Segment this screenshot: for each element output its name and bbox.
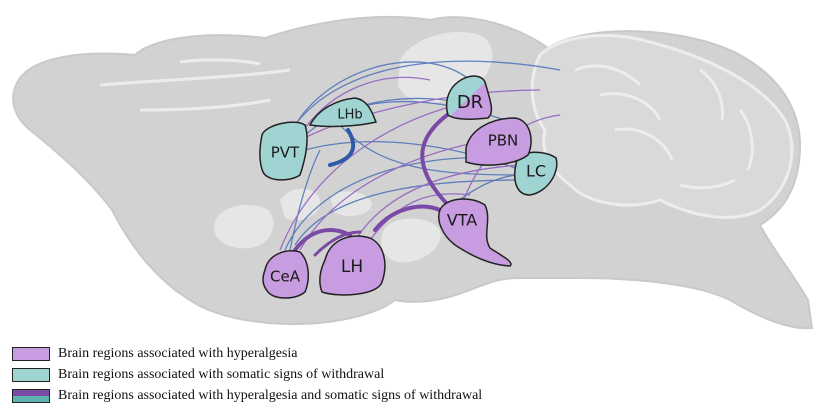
brain-diagram: PAG NAc Sh BNST PVN SUM PVT LHb [12, 15, 814, 330]
legend-label: Brain regions associated with hyperalges… [58, 388, 483, 403]
nac-sh-label: NAc Sh [225, 221, 261, 232]
pag-label: PAG [432, 58, 452, 69]
dr-region[interactable] [445, 75, 493, 120]
lh-region[interactable] [319, 235, 386, 296]
withdrawal-swatch [12, 368, 50, 382]
cerebellum [530, 34, 794, 219]
sum-region [381, 218, 441, 263]
lhb-region[interactable] [308, 97, 378, 128]
lc-region[interactable] [514, 151, 558, 196]
cea-label: CeA [270, 268, 301, 286]
pvn-label: PVN [342, 199, 362, 210]
legend-item-hyperalgesia: Brain regions associated with hyperalges… [12, 344, 812, 364]
vta-region[interactable] [438, 198, 512, 267]
lhb-label: LHb [337, 108, 362, 123]
pbn-label: PBN [488, 132, 519, 150]
pvt-region[interactable] [259, 121, 308, 181]
legend-label: Brain regions associated with hyperalges… [58, 346, 298, 361]
dr-label: DR [457, 92, 483, 113]
legend: Brain regions associated with hyperalges… [12, 344, 812, 407]
cerebellum-folds [574, 64, 754, 190]
pvt-label: PVT [271, 144, 300, 162]
legend-item-both: Brain regions associated with hyperalges… [12, 386, 812, 406]
pvn-region [330, 191, 372, 216]
cortex-folds [99, 58, 291, 112]
legend-item-withdrawal: Brain regions associated with somatic si… [12, 365, 812, 385]
lh-label: LH [341, 257, 363, 277]
lc-label: LC [526, 162, 546, 181]
vta-label: VTA [447, 211, 477, 230]
sum-label: SUM [401, 232, 423, 243]
legend-label: Brain regions associated with somatic si… [58, 367, 385, 382]
nac-sh-region [214, 204, 274, 249]
hyperalgesia-swatch [12, 347, 50, 361]
pbn-region[interactable] [465, 117, 532, 166]
cea-region[interactable] [262, 250, 310, 299]
combined-swatch [12, 389, 50, 403]
